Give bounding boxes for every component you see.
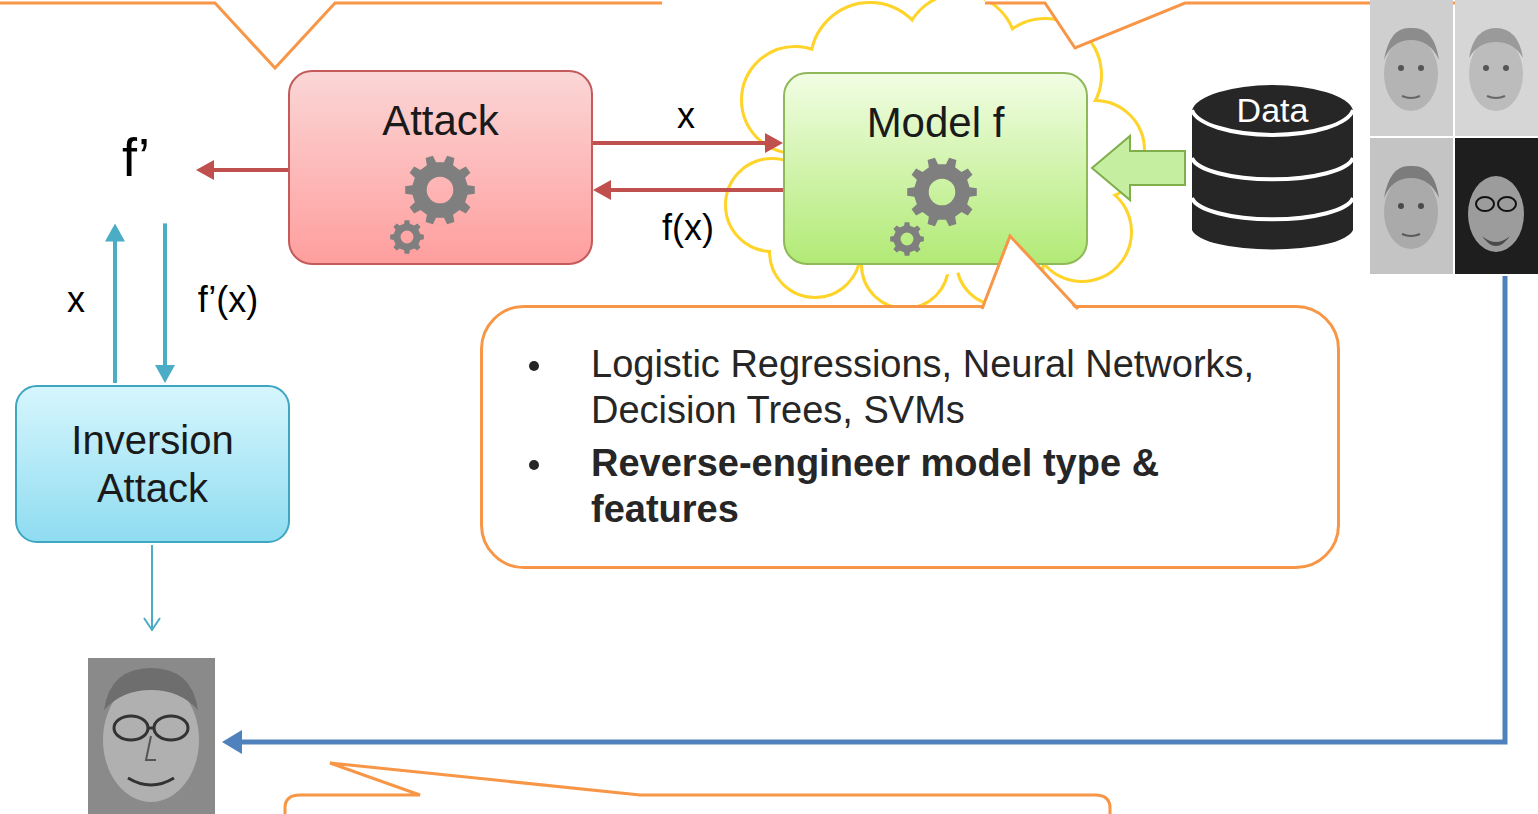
connector-line [210, 168, 288, 172]
gear-icon [890, 222, 924, 256]
process-box: Model f [783, 72, 1088, 265]
callout-bubble [0, 3, 662, 68]
drawing-part [1384, 37, 1438, 111]
drawing-part [1398, 65, 1404, 71]
flow-arrow [151, 545, 153, 628]
arrow-head [765, 133, 783, 153]
callout-bubble [285, 763, 1110, 814]
drawing-part [1384, 28, 1439, 60]
drawing-part [1418, 203, 1424, 209]
drawing-part [1402, 234, 1420, 236]
node-label: Data [1237, 92, 1309, 129]
drawing-part [1503, 65, 1509, 71]
arrow-head [144, 618, 160, 630]
flow-arrow [236, 276, 1505, 742]
arrow-head [105, 223, 125, 241]
drawing-part [1384, 175, 1438, 249]
connector-line [113, 237, 117, 383]
drawing-part [1384, 166, 1439, 198]
database-cylinder: Data [1190, 80, 1355, 255]
connector-line [593, 141, 769, 145]
edge-label: x [65, 280, 87, 320]
block-arrow [1092, 136, 1185, 200]
callout-bubble-fill [0, 0, 662, 68]
connector-line [607, 188, 783, 192]
drawing-part [146, 736, 156, 760]
reconstructed-face [88, 658, 215, 814]
arrow-head [222, 730, 242, 754]
node-label: f’ [122, 128, 150, 187]
drawing-part [1482, 236, 1510, 246]
callout-box: Logistic Regressions, Neural Networks, D… [480, 305, 1340, 569]
drawing-part [1370, 0, 1453, 136]
result-symbol: f’ [122, 128, 150, 187]
drawing-part [1498, 197, 1516, 211]
drawing-part [1483, 65, 1489, 71]
drawing-part [88, 658, 215, 814]
bullet-text: Reverse-engineer model type & features [591, 441, 1309, 532]
flow-arrow [155, 223, 175, 383]
drawing-part [1455, 0, 1538, 136]
drawing-part [114, 716, 148, 740]
connector-line [163, 223, 167, 369]
block-arrow [1092, 136, 1185, 200]
bullet-text: Logistic Regressions, Neural Networks, D… [591, 342, 1309, 433]
drawing-part [1192, 158, 1353, 179]
process-box: Inversion Attack [15, 385, 290, 543]
process-box: Attack [288, 70, 593, 265]
drawing-part [1469, 28, 1523, 58]
edge-label: f(x) [660, 208, 716, 248]
gear-icon [907, 158, 977, 227]
node-label: Model f [867, 100, 1005, 146]
drawing-part [128, 778, 174, 785]
drawing-part [1402, 96, 1420, 98]
edge-label: x [675, 96, 697, 136]
training-faces [1370, 0, 1538, 274]
arrow-head [593, 180, 611, 200]
flow-arrow [105, 223, 125, 383]
node-label: Attack [382, 98, 499, 144]
edge-label: f’(x) [196, 280, 261, 320]
drawing-part [1192, 198, 1353, 219]
drawing-part [104, 668, 198, 710]
flow-arrow [593, 133, 783, 153]
drawing-part [1487, 96, 1505, 98]
flow-arrow [196, 160, 288, 180]
drawing-part [1398, 203, 1404, 209]
drawing-part [1455, 138, 1538, 274]
flow-arrow [593, 180, 783, 200]
drawing-part [148, 727, 154, 730]
arrow-head [155, 365, 175, 383]
drawing-part [1418, 65, 1424, 71]
drawing-part [1192, 85, 1353, 249]
drawing-part [1476, 197, 1494, 211]
drawing-part [1370, 138, 1453, 274]
drawing-part [1468, 176, 1524, 252]
gear-icon [405, 156, 475, 225]
node-label: Inversion Attack [31, 416, 274, 512]
arrow-head [196, 160, 214, 180]
gear-icon [390, 220, 424, 254]
drawing-part [154, 716, 188, 740]
